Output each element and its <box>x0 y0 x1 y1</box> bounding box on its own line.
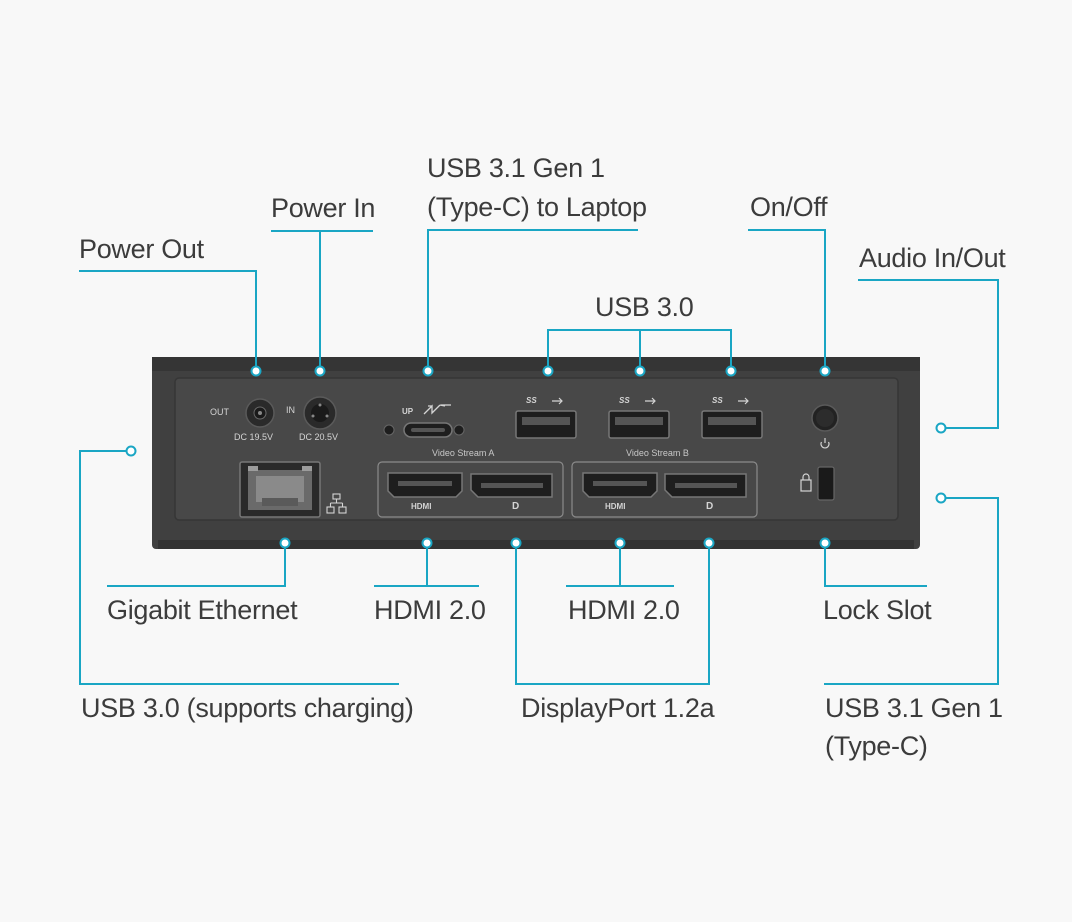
docking-station <box>152 357 920 549</box>
ethernet-port <box>239 461 321 518</box>
leader-power-in <box>271 230 373 372</box>
leader-dots <box>125 365 947 549</box>
usb-ss-label-3: SS <box>712 396 723 405</box>
usb-ss-label-1: SS <box>526 396 537 405</box>
hdmi-a-device-label: HDMI <box>411 502 432 511</box>
usb-ss-label-2: SS <box>619 396 630 405</box>
dot-dp-a <box>510 537 522 549</box>
power-button <box>811 404 839 432</box>
label-usb31-c-line1: USB 3.1 Gen 1 <box>825 693 1003 723</box>
leader-usb30-charging <box>79 450 399 685</box>
leader-usb31-laptop <box>427 229 638 372</box>
leader-displayport <box>515 542 710 685</box>
device-bottom-edge <box>158 540 914 549</box>
dot-power-in <box>314 365 326 377</box>
hdmi-b-device-label: HDMI <box>605 502 626 511</box>
dot-usb30-2 <box>634 365 646 377</box>
label-usb31-laptop-line1: USB 3.1 Gen 1 <box>427 153 605 183</box>
displayport-port-b <box>664 473 747 498</box>
dot-gigabit <box>279 537 291 549</box>
lock-slot <box>817 466 835 501</box>
dc-in-jack <box>303 396 337 430</box>
leader-usb30-top <box>547 329 732 372</box>
usb-ss-icons <box>552 397 749 405</box>
video-stream-a-label: Video Stream A <box>432 448 495 458</box>
label-power-in: Power In <box>271 193 376 223</box>
leader-hdmi-b <box>566 542 674 587</box>
lock-icon <box>800 473 812 492</box>
dc-in-label: IN <box>286 405 295 415</box>
leader-lock <box>824 542 927 587</box>
label-audio: Audio In/Out <box>859 243 1006 273</box>
label-on-off: On/Off <box>750 192 828 222</box>
usb-c-up-port <box>383 422 465 438</box>
usb-c-up-label: UP <box>402 407 414 416</box>
dot-lock <box>819 537 831 549</box>
leader-gigabit <box>107 542 286 587</box>
dot-audio <box>935 422 947 434</box>
dot-on-off <box>819 365 831 377</box>
usb-a-port-2 <box>608 410 670 439</box>
displayport-port-a <box>470 473 553 498</box>
dot-hdmi-b <box>614 537 626 549</box>
dot-usb30-1 <box>542 365 554 377</box>
dot-power-out <box>250 365 262 377</box>
label-usb30-charging: USB 3.0 (supports charging) <box>81 693 414 723</box>
label-displayport: DisplayPort 1.2a <box>521 693 715 723</box>
dot-hdmi-a <box>421 537 433 549</box>
hdmi-port-a <box>387 472 463 498</box>
leader-hdmi-a <box>374 542 479 587</box>
label-usb31-laptop-line2: (Type-C) to Laptop <box>427 192 647 222</box>
dp-a-device-label: D <box>512 501 520 512</box>
leader-power-out <box>79 270 257 372</box>
dp-b-device-label: D <box>706 501 714 512</box>
network-icon <box>326 493 347 514</box>
video-stream-b-box <box>571 461 758 518</box>
dc-out-voltage-label: DC 19.5V <box>234 432 274 442</box>
video-stream-b-label: Video Stream B <box>626 448 689 458</box>
device-top-edge <box>152 357 920 371</box>
dc-out-label: OUT <box>210 407 229 417</box>
label-usb31-c-line2: (Type-C) <box>825 731 928 761</box>
laptop-charge-icon <box>423 404 451 415</box>
label-gigabit: Gigabit Ethernet <box>107 595 298 625</box>
video-stream-a-box <box>377 461 564 518</box>
label-usb30-top: USB 3.0 <box>595 292 694 322</box>
label-hdmi-b: HDMI 2.0 <box>568 595 680 625</box>
leader-on-off <box>748 229 826 372</box>
dot-dp-b <box>703 537 715 549</box>
leader-usb31-c <box>824 497 999 685</box>
dot-usb30-charging <box>125 445 137 457</box>
dot-usb30-3 <box>725 365 737 377</box>
label-lock: Lock Slot <box>823 595 932 625</box>
leader-audio <box>858 279 999 429</box>
dc-in-voltage-label: DC 20.5V <box>299 432 339 442</box>
label-hdmi-a: HDMI 2.0 <box>374 595 486 625</box>
dot-usb31-laptop <box>422 365 434 377</box>
power-icon <box>820 438 830 449</box>
usb-a-port-3 <box>701 410 763 439</box>
dc-out-jack <box>245 398 275 428</box>
usb-a-port-1 <box>515 410 577 439</box>
hdmi-port-b <box>582 472 658 498</box>
label-power-out: Power Out <box>79 234 204 264</box>
leader-lines <box>79 229 999 685</box>
dot-usb31-c <box>935 492 947 504</box>
